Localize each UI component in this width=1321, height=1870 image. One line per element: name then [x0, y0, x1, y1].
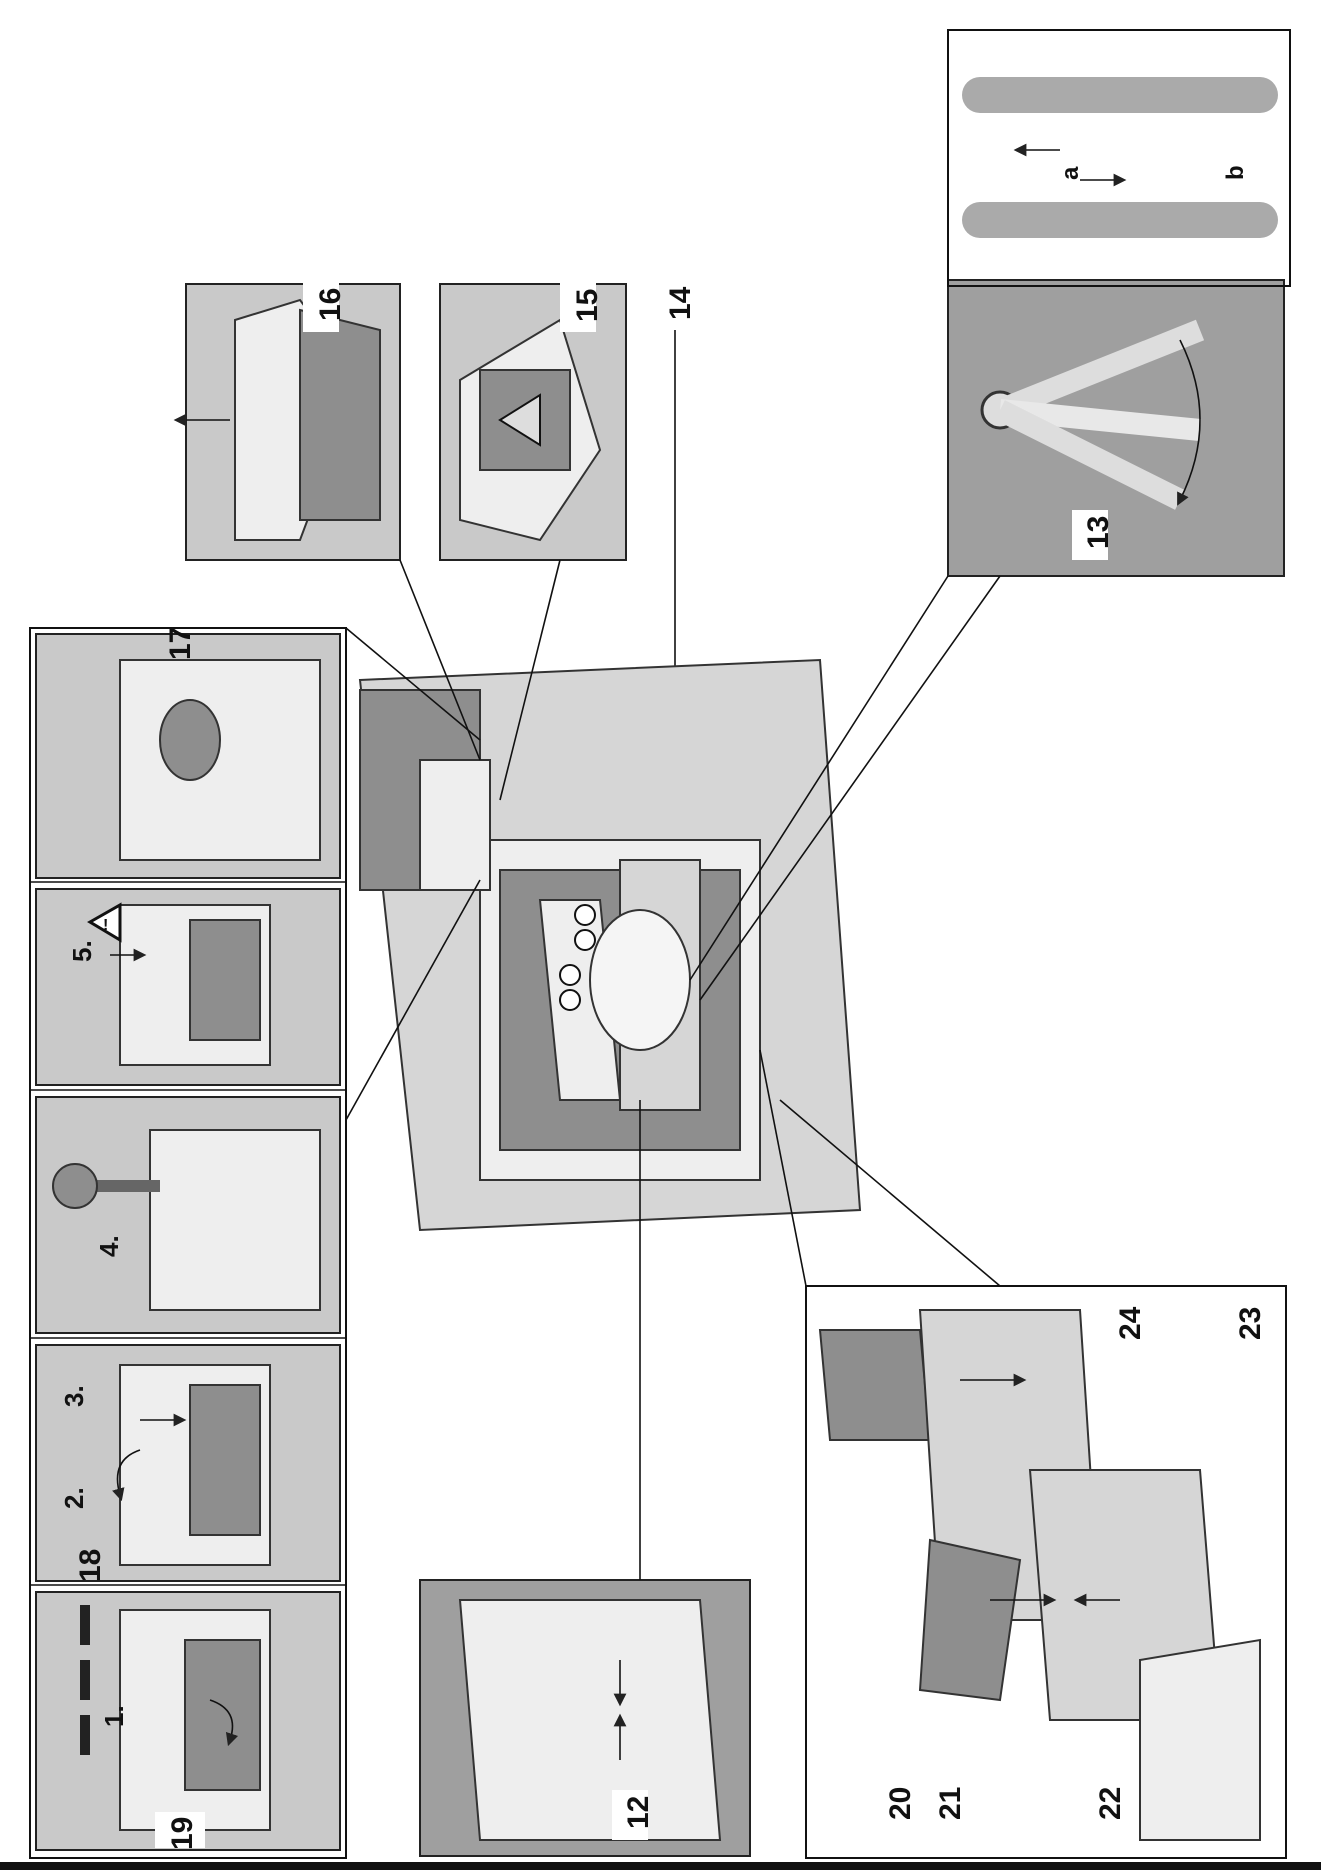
svg-text:!: !: [103, 917, 108, 934]
svg-text:a: a: [1057, 166, 1084, 180]
step-5-panel: !: [36, 889, 340, 1085]
cover-panel: [440, 284, 626, 560]
bottom-strip: [0, 1862, 1321, 1870]
svg-text:16: 16: [314, 288, 347, 321]
step-3-label: 3.: [59, 1385, 89, 1407]
step-5-label: 5.: [67, 940, 97, 962]
drip-tray-panel: [806, 1286, 1286, 1858]
svg-text:12: 12: [622, 1796, 655, 1829]
svg-text:21: 21: [934, 1787, 967, 1820]
step-1-panel: [36, 1592, 340, 1850]
outlet-panel: [420, 1580, 750, 1856]
svg-text:24: 24: [1114, 1306, 1147, 1340]
label-18: 18: [74, 1549, 107, 1582]
step-4-panel: [36, 1097, 340, 1333]
label-17: 17: [164, 627, 197, 660]
label-b: b: [1222, 165, 1249, 180]
label-20: 20: [884, 1787, 917, 1820]
lid-panel: [180, 284, 400, 560]
label-21: 21: [934, 1787, 967, 1820]
svg-text:14: 14: [664, 286, 697, 320]
svg-text:23: 23: [1234, 1307, 1267, 1340]
step-2-3-panel: [36, 1345, 340, 1581]
water-tank-panel: [36, 634, 340, 878]
label-24: 24: [1114, 1306, 1147, 1340]
label-a: a: [1057, 166, 1084, 180]
svg-text:18: 18: [74, 1549, 107, 1582]
svg-text:20: 20: [884, 1787, 917, 1820]
coffee-machine: [360, 660, 860, 1230]
label-23: 23: [1234, 1307, 1267, 1340]
svg-text:19: 19: [166, 1817, 199, 1850]
svg-text:b: b: [1222, 165, 1249, 180]
label-22: 22: [1094, 1787, 1127, 1820]
water-tank-steps-panel: !: [30, 628, 346, 1858]
nozzle-detail-panel: [948, 30, 1290, 286]
svg-text:15: 15: [571, 289, 604, 322]
step-4-label: 4.: [94, 1235, 124, 1257]
step-2-label: 2.: [59, 1487, 89, 1509]
step-1-label: 1.: [99, 1705, 129, 1727]
svg-text:22: 22: [1094, 1787, 1127, 1820]
label-19: 19: [155, 1812, 205, 1850]
svg-text:13: 13: [1082, 516, 1115, 549]
steam-pipe-panel: [948, 280, 1284, 576]
svg-text:17: 17: [164, 627, 197, 660]
